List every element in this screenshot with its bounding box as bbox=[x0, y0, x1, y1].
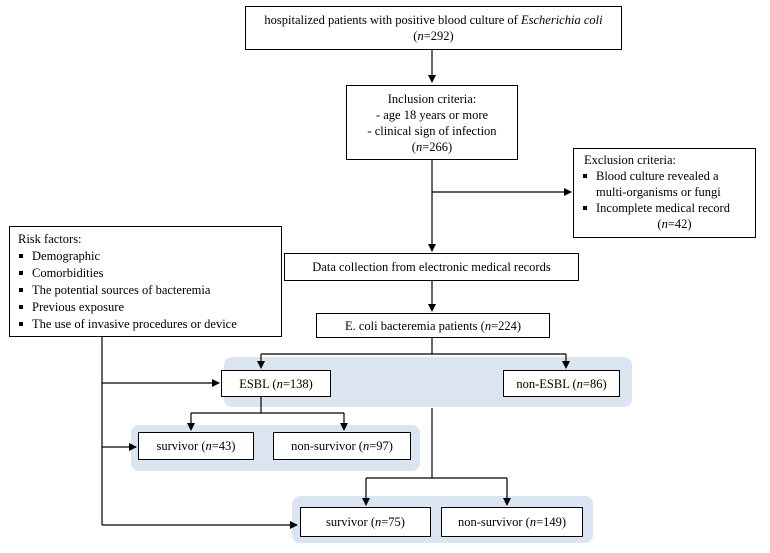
bacteremia-box: E. coli bacteremia patients (n=224) bbox=[316, 313, 550, 338]
data-collection-box: Data collection from electronic medical … bbox=[284, 253, 579, 281]
exclusion-item-organisms: Blood culture revealed a multi-organisms… bbox=[582, 168, 747, 200]
exclusion-list: Blood culture revealed a multi-organisms… bbox=[582, 168, 747, 216]
population-prefix: hospitalized patients with positive bloo… bbox=[264, 13, 521, 27]
esbl-survivor-prefix: survivor ( bbox=[156, 439, 206, 453]
exclusion-criteria-box: Exclusion criteria: Blood culture reveal… bbox=[573, 148, 756, 238]
non-esbl-non-survivor-n-value: =149) bbox=[536, 515, 567, 529]
non-esbl-survivor-n-value: =75) bbox=[381, 515, 405, 529]
population-species: Escherichia coli bbox=[520, 13, 603, 27]
non-esbl-n-label: n bbox=[576, 376, 583, 391]
population-n-value: =292 bbox=[423, 29, 450, 43]
inclusion-item-age: - age 18 years or more bbox=[375, 107, 489, 122]
exclusion-title: Exclusion criteria: bbox=[584, 153, 676, 167]
non-esbl-survivor-box: survivor (n=75) bbox=[300, 507, 431, 537]
inclusion-item-infection: - clinical sign of infection bbox=[367, 123, 497, 138]
data-collection-text: Data collection from electronic medical … bbox=[312, 260, 551, 274]
esbl-non-survivor-box: non-survivor (n=97) bbox=[273, 432, 411, 460]
esbl-survivor-box: survivor (n=43) bbox=[138, 432, 254, 460]
risk-factors-box: Risk factors: Demographic Comorbidities … bbox=[9, 226, 282, 337]
inclusion-title: Inclusion criteria: bbox=[387, 91, 477, 106]
esbl-n-value: =138) bbox=[282, 376, 313, 391]
risk-list: Demographic Comorbidities The potential … bbox=[18, 248, 275, 333]
exclusion-n-label: n bbox=[661, 217, 668, 231]
esbl-non-survivor-n-value: =97) bbox=[369, 439, 393, 453]
esbl-box: ESBL (n=138) bbox=[221, 370, 331, 397]
esbl-n-label: n bbox=[276, 376, 283, 391]
non-esbl-prefix: non-ESBL ( bbox=[516, 376, 577, 391]
esbl-survivor-n-label: n bbox=[205, 439, 212, 453]
population-count: (n=292) bbox=[413, 29, 454, 43]
esbl-non-survivor-prefix: non-survivor ( bbox=[291, 439, 363, 453]
inclusion-count: (n=266) bbox=[411, 139, 453, 154]
population-description: hospitalized patients with positive bloo… bbox=[264, 12, 602, 28]
non-esbl-non-survivor-box: non-survivor (n=149) bbox=[441, 507, 583, 537]
risk-item-sources: The potential sources of bacteremia bbox=[18, 282, 275, 299]
non-esbl-box: non-ESBL (n=86) bbox=[503, 370, 620, 397]
inclusion-criteria-box: Inclusion criteria: - age 18 years or mo… bbox=[346, 85, 518, 160]
inclusion-n-value: =266 bbox=[422, 139, 449, 154]
esbl-survivor-n-value: =43) bbox=[211, 439, 236, 453]
risk-title: Risk factors: bbox=[18, 232, 82, 246]
risk-item-demographic: Demographic bbox=[18, 248, 275, 265]
population-box: hospitalized patients with positive bloo… bbox=[245, 6, 622, 50]
exclusion-item-incomplete: Incomplete medical record bbox=[582, 200, 747, 216]
non-esbl-non-survivor-n-label: n bbox=[529, 515, 537, 529]
non-esbl-n-value: =86) bbox=[582, 376, 607, 391]
non-esbl-non-survivor-prefix: non-survivor ( bbox=[457, 515, 530, 529]
bacteremia-n-value: =224) bbox=[491, 318, 522, 333]
bacteremia-prefix: E. coli bacteremia patients ( bbox=[344, 318, 485, 333]
population-n-label: n bbox=[417, 29, 424, 43]
non-esbl-survivor-prefix: survivor ( bbox=[326, 515, 375, 529]
risk-item-invasive: The use of invasive procedures or device bbox=[18, 316, 275, 333]
esbl-non-survivor-n-label: n bbox=[362, 439, 370, 453]
esbl-prefix: ESBL ( bbox=[239, 376, 277, 391]
bacteremia-n-label: n bbox=[484, 318, 492, 333]
non-esbl-survivor-n-label: n bbox=[374, 515, 382, 529]
risk-item-comorbidities: Comorbidities bbox=[18, 265, 275, 282]
risk-item-exposure: Previous exposure bbox=[18, 299, 275, 316]
exclusion-count: (n=42) bbox=[657, 217, 692, 231]
inclusion-n-label: n bbox=[415, 139, 423, 154]
exclusion-n-value: =42 bbox=[667, 217, 688, 231]
